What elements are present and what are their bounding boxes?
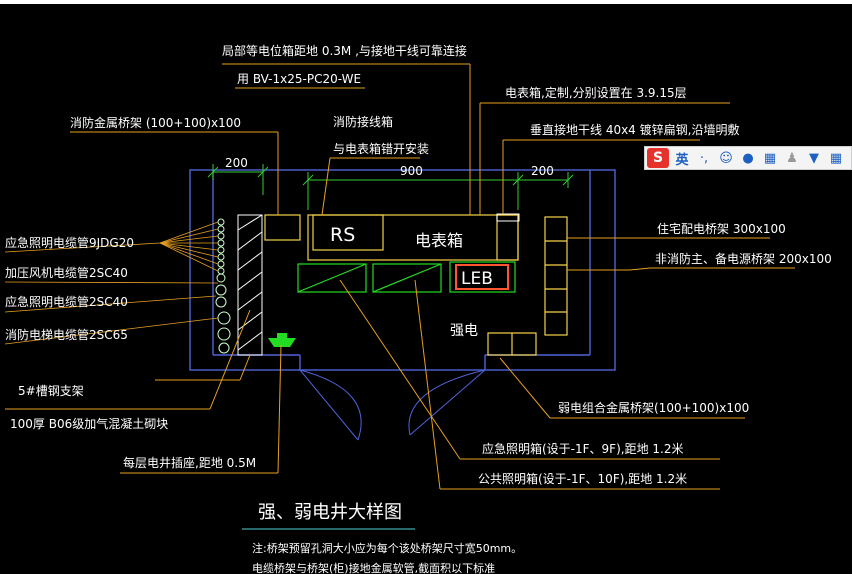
label-top2: 用 BV-1x25-PC20-WE <box>237 72 361 86</box>
label-socket: 每层电井插座,距地 0.5M <box>123 455 256 470</box>
label-meter-box: 电表箱 <box>415 231 463 250</box>
label-angle-steel: 5#槽钢支架 <box>18 384 84 398</box>
diagram-title: 强、弱电井大样图 <box>258 502 402 523</box>
conduit-leaders <box>4 221 219 345</box>
label-emergency-box: 应急照明箱(设于-1F、9F),距地 1.2米 <box>482 441 683 456</box>
note-line-2: 电缆桥架与桥架(柜)接地金属软管,截面积以下标准 <box>252 561 495 574</box>
dim-200-right: 200 <box>531 164 554 178</box>
door-swing <box>299 369 486 441</box>
callout-leaders <box>5 63 795 490</box>
label-weak-tray: 弱电组合金属桥架(100+100)x100 <box>558 400 749 415</box>
label-conduit3: 应急照明电缆管2SC40 <box>5 294 128 309</box>
label-bus-tray: 住宅配电桥架 300x100 <box>657 221 786 236</box>
drawing-canvas[interactable]: 局部等电位箱距地 0.3M ,与接地干线可靠连接 用 BV-1x25-PC20-… <box>0 4 852 574</box>
smile-icon[interactable]: ☺ <box>719 150 733 166</box>
label-conduit1: 应急照明电缆管9JDG20 <box>5 235 134 250</box>
user-icon[interactable]: ♟ <box>786 150 798 166</box>
ground-bar <box>496 213 520 222</box>
dimension-lines <box>207 164 574 210</box>
label-strong-power: 强电 <box>450 323 478 339</box>
label-conduit2: 加压风机电缆管2SC40 <box>5 265 128 280</box>
label-nonfire-tray: 非消防主、备电源桥架 200x100 <box>655 251 832 266</box>
mic-icon[interactable]: ● <box>742 150 754 166</box>
shirt-icon[interactable]: ▼ <box>809 150 819 166</box>
ime-punct-toggle[interactable]: ·, <box>699 150 709 166</box>
sogou-logo-icon[interactable]: S <box>647 148 669 168</box>
ime-lang-toggle[interactable]: 英 <box>675 152 689 168</box>
shaft-outline <box>189 169 616 371</box>
note-line-1: 注:桥架预留孔洞大小应为每个该处桥架尺寸宽50mm。 <box>252 541 522 555</box>
top-toolbar-strip <box>0 0 852 4</box>
label-fire-terminal-b: 与电表箱错开安装 <box>333 141 429 156</box>
label-fire-terminal-a: 消防接线箱 <box>333 114 393 129</box>
dim-900: 900 <box>400 164 423 178</box>
keyboard-icon[interactable]: ▦ <box>763 150 777 166</box>
ime-toolbar[interactable]: S 英 ·, ☺ ● ▦ ♟ ▼ ▦ <box>644 146 852 170</box>
wall-hatch <box>237 214 263 356</box>
label-top1: 局部等电位箱距地 0.3M ,与接地干线可靠连接 <box>222 43 467 58</box>
socket-icon <box>268 333 296 347</box>
dim-200-left: 200 <box>225 156 248 170</box>
distribution-boxes <box>297 261 516 293</box>
leb-box[interactable] <box>455 264 509 290</box>
conduit-bundle <box>215 218 231 354</box>
equipment-boxes <box>264 214 568 356</box>
label-meter-box-note: 电表箱,定制,分别设置在 3.9.15层 <box>505 85 687 100</box>
label-public-light-box: 公共照明箱(设于-1F、10F),距地 1.2米 <box>478 471 687 486</box>
label-ground-trunk: 垂直接地干线 40x4 镀锌扁钢,沿墙明敷 <box>530 122 739 137</box>
label-conduit4: 消防电梯电缆管2SC65 <box>5 327 128 342</box>
label-wall: 100厚 B06级加气混凝土砌块 <box>10 416 168 431</box>
label-metal-tray: 消防金属桥架 (100+100)x100 <box>70 115 241 130</box>
label-rs: RS <box>330 224 355 246</box>
grid-icon[interactable]: ▦ <box>829 150 843 166</box>
label-leb: LEB <box>461 269 493 289</box>
